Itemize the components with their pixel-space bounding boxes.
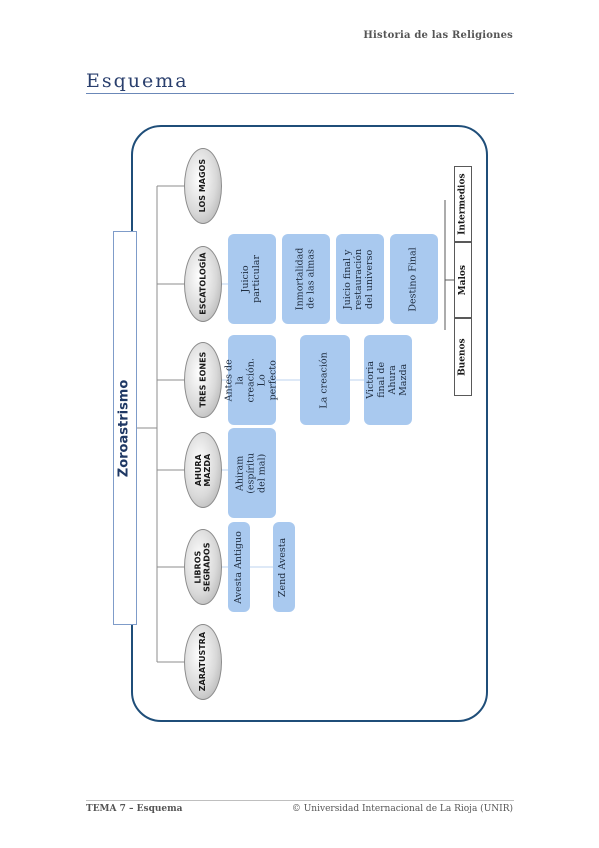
destino-intermedios: Intermedios xyxy=(454,166,472,242)
root-node: Zoroastrismo xyxy=(113,231,137,625)
node-label: La creación xyxy=(318,351,330,409)
node-juicio-final: Juicio final y restauración del universo xyxy=(336,234,384,324)
title-divider xyxy=(86,93,514,94)
branch-label: ESCATOLOGÍA xyxy=(198,252,208,316)
branch-los-magos: LOS MAGOS xyxy=(184,148,222,224)
node-label: Juicio particular xyxy=(240,255,262,303)
branch-libros-segrados: LIBROS SEGRADOS xyxy=(184,529,222,605)
node-ahiram: Ahiram (espíritu del mal) xyxy=(228,428,276,518)
node-label: Victoria final de Ahura Mazda xyxy=(365,361,409,399)
node-inmortalidad: Inmortalidad de las almas xyxy=(282,234,330,324)
branch-label: AHURA MAZDA xyxy=(193,453,212,487)
branch-escatologia: ESCATOLOGÍA xyxy=(184,246,222,322)
destino-label: Malos xyxy=(457,264,468,296)
footer-chapter: TEMA 7 – Esquema xyxy=(86,804,183,814)
node-victoria-final: Victoria final de Ahura Mazda xyxy=(364,335,412,425)
node-label: Avesta Antiguo xyxy=(232,530,244,604)
branch-zaratustra: ZARATUSTRA xyxy=(184,624,222,700)
node-juicio-particular: Juicio particular xyxy=(228,234,276,324)
root-label: Zoroastrismo xyxy=(116,379,132,477)
node-destino-final: Destino Final xyxy=(390,234,438,324)
node-label: Juicio final y restauración del universo xyxy=(342,248,376,310)
branch-ahura-mazda: AHURA MAZDA xyxy=(184,432,222,508)
destino-malos: Malos xyxy=(454,242,472,318)
node-label: Zend Avesta xyxy=(277,537,289,597)
branch-label: ZARATUSTRA xyxy=(198,632,208,692)
node-label: Destino Final xyxy=(407,246,419,312)
destino-buenos: Buenos xyxy=(454,318,472,396)
destino-label: Intermedios xyxy=(457,173,468,235)
node-label: Inmortalidad de las almas xyxy=(294,247,316,311)
node-avesta-antiguo: Avesta Antiguo xyxy=(228,522,250,612)
node-zend-avesta: Zend Avesta xyxy=(273,522,295,612)
footer-copyright: © Universidad Internacional de La Rioja … xyxy=(291,804,513,814)
node-la-creacion: La creación xyxy=(300,335,350,425)
node-label: Ahiram (espíritu del mal) xyxy=(234,452,268,494)
header-title: Historia de las Religiones xyxy=(363,30,513,41)
branch-label: LIBROS SEGRADOS xyxy=(193,542,212,592)
destino-label: Buenos xyxy=(457,338,468,376)
node-label: Antes de la creación. Lo perfecto xyxy=(223,357,279,403)
node-antes-creacion: Antes de la creación. Lo perfecto xyxy=(224,335,278,425)
branch-label: LOS MAGOS xyxy=(198,159,208,213)
page-title: Esquema xyxy=(86,70,189,92)
branch-tres-eones: TRES EONES xyxy=(184,342,222,418)
footer-divider xyxy=(86,800,514,801)
branch-label: TRES EONES xyxy=(198,352,208,408)
